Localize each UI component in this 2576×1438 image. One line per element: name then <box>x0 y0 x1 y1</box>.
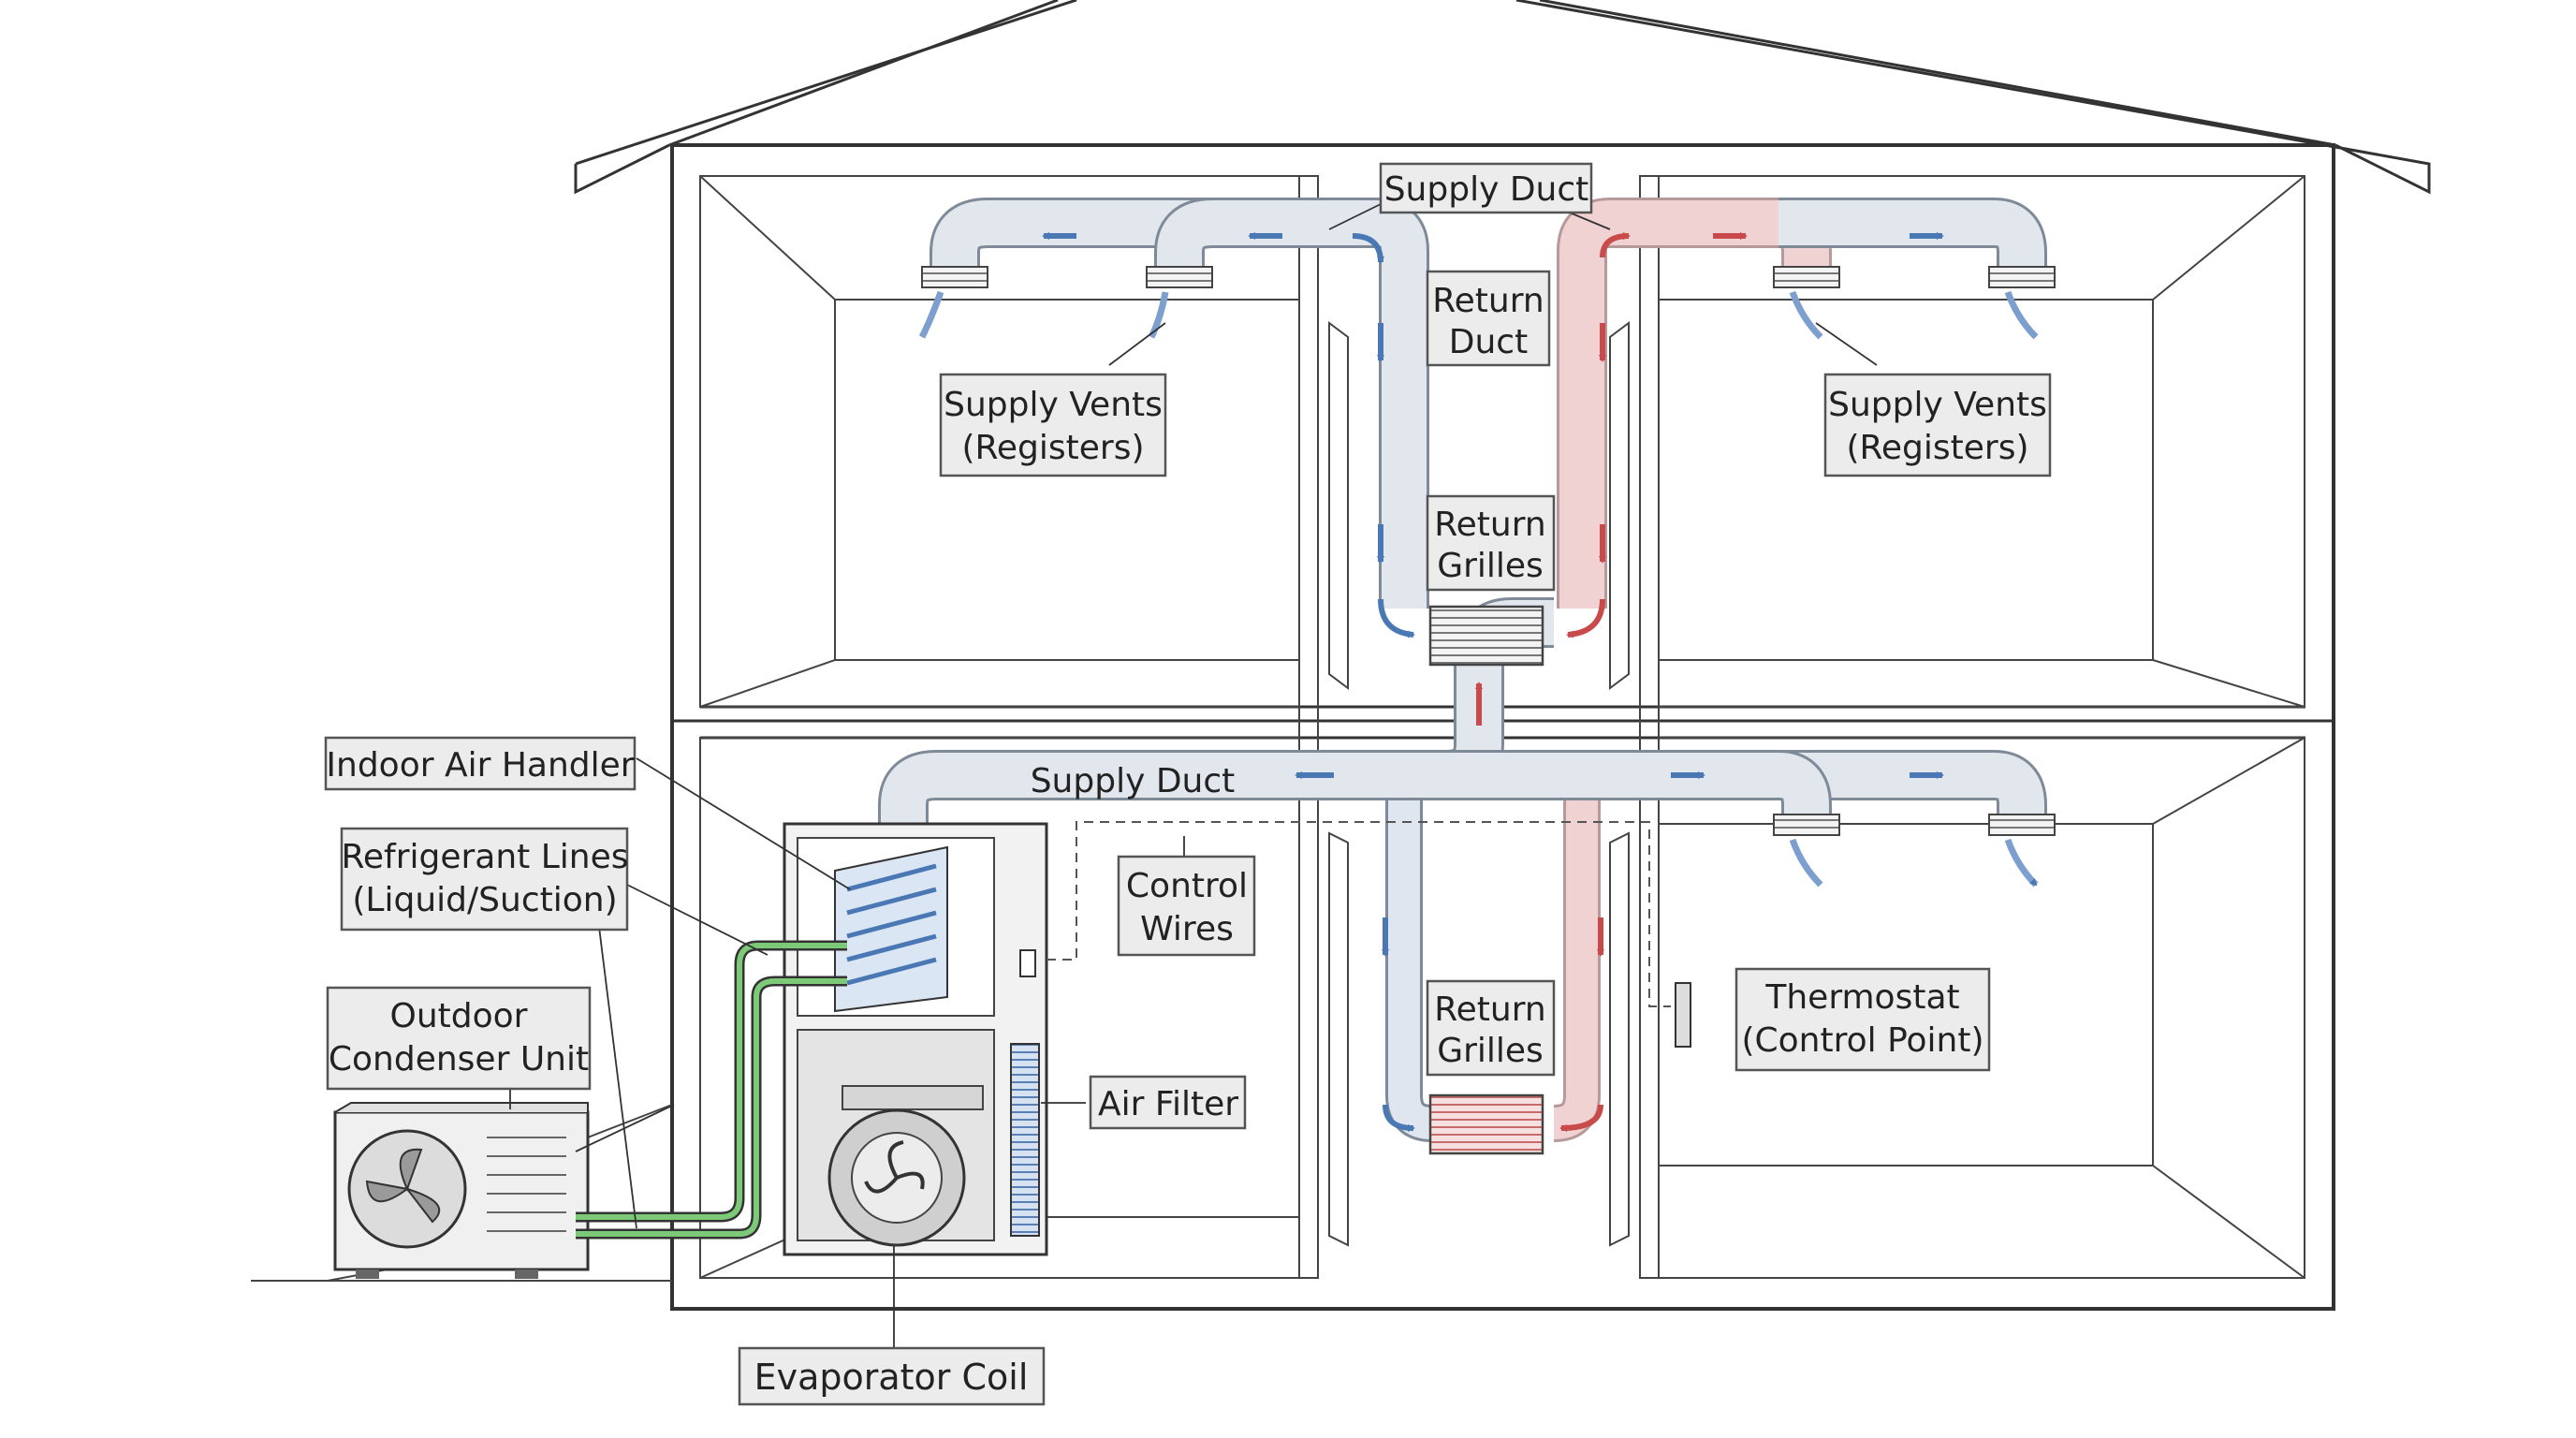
label-text: Return <box>1434 990 1545 1029</box>
outer-wall <box>670 143 2335 1311</box>
indoor-air-handler-unit <box>783 822 1048 1256</box>
label-supply-vents-left: Supply Vents (Registers) <box>939 373 1167 477</box>
supply-vents <box>918 266 2056 885</box>
label-text: Control <box>1126 867 1248 905</box>
outdoor-condenser-unit <box>333 1102 590 1279</box>
label-text: Supply Duct <box>1031 762 1236 800</box>
label-text: Return <box>1432 282 1544 320</box>
label-text: (Control Point) <box>1741 1021 1983 1060</box>
label-refrigerant-lines: Refrigerant Lines (Liquid/Suction) <box>340 827 629 932</box>
label-text: Supply Duct <box>1384 170 1589 209</box>
label-supply-duct-top: Supply Duct <box>1379 162 1593 214</box>
label-thermostat: Thermostat (Control Point) <box>1734 967 1991 1072</box>
label-text: (Liquid/Suction) <box>352 881 617 919</box>
label-text: Grilles <box>1437 547 1544 585</box>
label-text: Supply Vents <box>1828 386 2047 424</box>
thermostat-graphic <box>1675 982 1691 1048</box>
label-indoor-air-handler: Indoor Air Handler <box>324 736 637 791</box>
label-text: Evaporator Coil <box>754 1357 1029 1398</box>
label-text: Outdoor <box>390 997 528 1035</box>
label-outdoor-condenser: Outdoor Condenser Unit <box>326 986 592 1091</box>
label-return-grilles-upper: Return Grilles <box>1426 494 1556 592</box>
house-structure <box>251 0 2431 1311</box>
label-supply-vents-right: Supply Vents (Registers) <box>1823 373 2052 477</box>
leader-lines <box>509 203 1878 1348</box>
label-evaporator-coil: Evaporator Coil <box>738 1346 1046 1406</box>
air-filter-graphic <box>1010 1043 1040 1237</box>
flow-arrows <box>1042 232 1944 1132</box>
label-control-wires: Control Wires <box>1117 855 1256 957</box>
label-text: Wires <box>1140 910 1234 948</box>
label-return-duct: Return Duct <box>1426 270 1551 367</box>
return-grille-units <box>1428 605 1544 1155</box>
label-text: (Registers) <box>961 429 1144 467</box>
label-text: Air Filter <box>1098 1085 1238 1123</box>
label-text: Condenser Unit <box>329 1040 589 1078</box>
label-text: Supply Vents <box>944 386 1163 424</box>
label-text: Grilles <box>1437 1032 1544 1070</box>
label-air-filter: Air Filter <box>1089 1075 1247 1130</box>
label-text: Refrigerant Lines <box>341 838 628 876</box>
control-wires-graphic <box>1046 821 1671 1007</box>
label-return-grilles-lower: Return Grilles <box>1426 979 1556 1077</box>
evaporator-coil-graphic <box>834 845 948 1013</box>
label-supply-duct-main: Supply Duct <box>1031 762 1236 800</box>
label-text: (Registers) <box>1846 429 2028 467</box>
label-text: Return <box>1434 506 1545 544</box>
label-text: Indoor Air Handler <box>326 746 634 785</box>
label-text: Duct <box>1449 323 1528 361</box>
roof <box>574 0 2431 195</box>
label-text: Thermostat <box>1764 978 1959 1017</box>
